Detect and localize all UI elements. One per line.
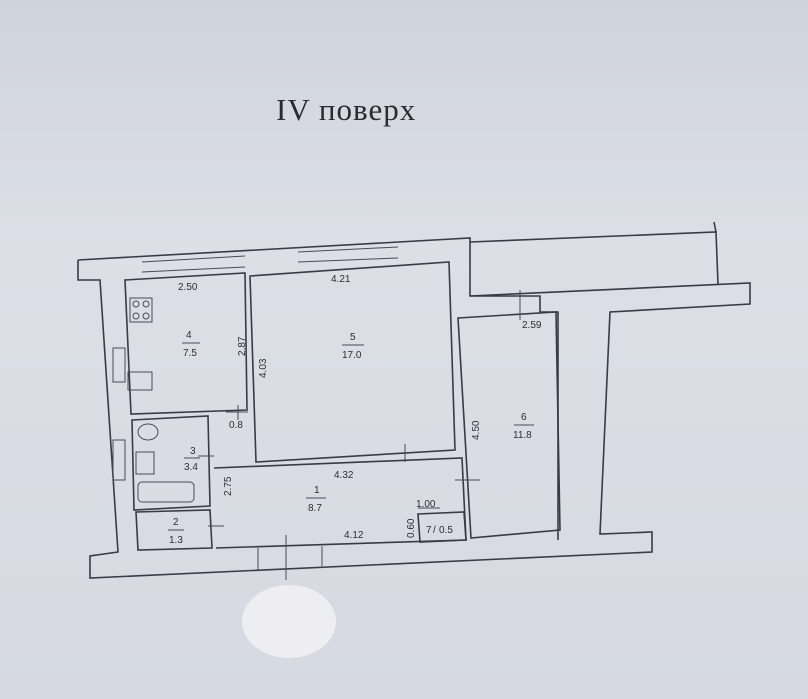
door-ticks (198, 290, 521, 580)
room-area: 11.8 (513, 430, 532, 441)
room-1-hall (213, 457, 467, 549)
room-area: 1.3 (169, 535, 183, 546)
dimension-label: 0.8 (229, 420, 243, 431)
dimension-label: 2.59 (522, 320, 542, 331)
dimension-label: 2.50 (178, 282, 198, 293)
room-area: 0.5 (439, 525, 453, 536)
room-5-living (249, 261, 456, 463)
room-area: 7.5 (183, 348, 197, 359)
room-4-kitchen (112, 272, 248, 415)
room-number: 6 (521, 412, 527, 423)
room-area: 3.4 (184, 462, 198, 473)
dimension-label: 4.21 (331, 274, 351, 285)
room-number: 1 (314, 485, 320, 496)
room-number: 2 (173, 517, 179, 528)
room-6-bedroom (457, 311, 561, 539)
room-labels: 4 7.5 5 17.0 6 11.8 3 3.4 2 1.3 1 8.7 7 … (168, 330, 534, 546)
dimension-label: 0.60 (406, 518, 417, 538)
dimension-label: 4.32 (334, 470, 354, 481)
dimension-label: 4.50 (471, 420, 482, 440)
dimension-label: 2.87 (237, 336, 248, 356)
room-number: 5 (350, 332, 356, 343)
dimension-label: 4.12 (344, 530, 364, 541)
outer-walls (77, 221, 751, 579)
dimension-labels: 2.50 2.87 4.21 4.03 0.8 2.59 4.50 4.32 2… (178, 274, 542, 541)
room-2-wc (135, 509, 213, 551)
room-number: 3 (190, 446, 196, 457)
dimension-label: 2.75 (223, 476, 234, 496)
room-area: 8.7 (308, 503, 322, 514)
dimension-label: 4.03 (258, 358, 269, 378)
room-area-separator: / (433, 525, 436, 536)
redaction-mark (242, 585, 336, 658)
room-7-closet (417, 511, 467, 543)
room-area: 17.0 (342, 350, 362, 361)
room-number: 7 (426, 525, 432, 536)
room-number: 4 (186, 330, 192, 341)
dimension-label: 1.00 (416, 499, 436, 510)
room-3-bathroom (112, 415, 211, 511)
floor-title: IV поверх (276, 92, 417, 127)
